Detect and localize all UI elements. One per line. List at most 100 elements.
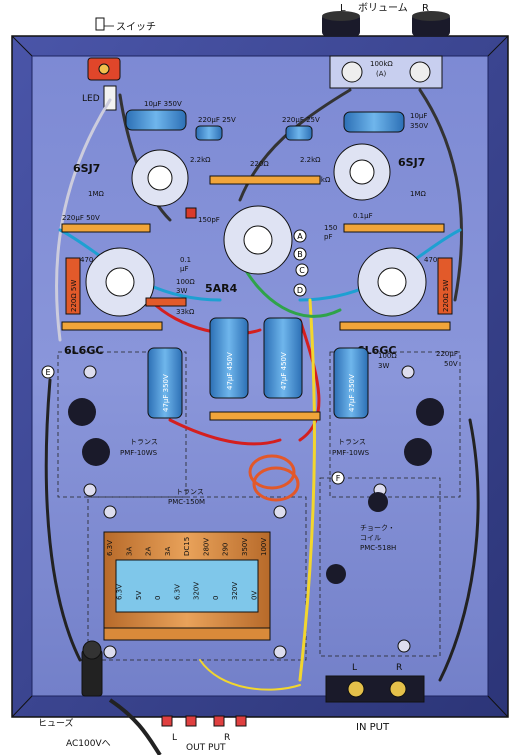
tube-6sj7-right (333, 143, 391, 201)
transformer-tap-label: 0 (212, 596, 220, 600)
tube-5ar4-label: 5AR4 (205, 282, 238, 295)
vol-resistor: 100kΩ (370, 60, 393, 68)
ac-label: AC100Vへ (66, 739, 111, 749)
marker-circle (41, 365, 55, 379)
ecap-47u-450-b (263, 317, 303, 399)
res-220-5w-right-label: 220Ω 5W (442, 280, 450, 312)
ecap-47u-350-right (333, 347, 369, 419)
ecap-47u-450-a (209, 317, 249, 399)
input-jacks[interactable] (325, 675, 425, 703)
res-470-right-label: 470 (424, 256, 437, 264)
marker-circle (293, 247, 307, 261)
res-100-right-label-b: 3W (378, 362, 389, 370)
output-terminals[interactable] (161, 715, 247, 727)
res-33k-label: 33kΩ (312, 176, 331, 184)
power-switch[interactable] (87, 57, 121, 81)
transformer-tap-label: 3A (125, 547, 133, 556)
output-xf-left-b: PMF-10WS (120, 449, 158, 457)
marker-label: E (45, 368, 50, 377)
vol-type: (A) (376, 70, 387, 78)
tube-6l6gc-left-label: 6L6GC (64, 344, 103, 357)
ecap-47u-450-b-label: 47μF 450V (280, 352, 288, 390)
fuse-label: ヒューズ (38, 717, 74, 729)
res-2k2-right-label: 2.2kΩ (300, 156, 321, 164)
transformer-taps: 6.3V6.3V3A5V2A03A6.3VDC15320V280V0290320… (106, 537, 268, 600)
power-xf-b: PMC-150M (168, 498, 205, 506)
cap-10uf-right (343, 111, 405, 133)
cap-01u-left-label-b: μF (180, 265, 188, 273)
transformer-tap-label: DC15 (183, 537, 191, 556)
res-1m-left-label: 1MΩ (88, 190, 104, 198)
cap-220u-25-left-label: 220μF 25V (198, 116, 236, 124)
transformer-tap-label: 5V (135, 591, 143, 600)
tube-6l6gc-right (357, 247, 427, 317)
transformer-tap-label: 6.3V (106, 540, 114, 556)
cap-10u-350-left-label: 10μF 350V (144, 100, 182, 108)
marker-circle (295, 263, 309, 277)
marker-label: B (297, 250, 303, 259)
res-100-left-label-a: 100Ω (176, 278, 195, 286)
res-220-5w-left (65, 257, 81, 315)
cap-150p-right-label-a: 150 (324, 224, 337, 232)
marker-label: D (297, 286, 303, 295)
transformer-tap-label: 6.3V (116, 584, 124, 600)
output-transformer-left (68, 398, 110, 466)
ecap-47u-350-left (147, 347, 183, 419)
volume-knobs[interactable] (322, 11, 450, 36)
marker-label: C (299, 266, 305, 275)
res-470-left-label: 470 (80, 256, 93, 264)
input-right-label: R (396, 663, 402, 673)
choke-coil (326, 492, 388, 584)
choke-b: コイル (360, 534, 381, 542)
output-right-label: R (224, 733, 230, 743)
res-100-right-label-a: 100Ω (378, 352, 397, 360)
output-label: OUT PUT (186, 743, 226, 753)
transformer-tap-label: 350V (241, 538, 249, 556)
cap-01u-left-label-a: 0.1 (180, 256, 191, 264)
cap-10uf-left (125, 109, 187, 131)
cap-150p-right-label-b: pF (324, 233, 332, 241)
input-label: IN PUT (356, 722, 390, 733)
transformer-tap-label: 6.3V (173, 584, 181, 600)
output-transformer-right (404, 398, 444, 466)
ecap-47u-350-left-label: 47μF 350V (162, 374, 170, 412)
dashed-outlines (57, 351, 461, 661)
cap-220u-50-left-label: 220μF 50V (62, 214, 100, 222)
marker-circle (293, 229, 307, 243)
transformer-tap-label: 2A (145, 547, 153, 556)
mounting-screws (83, 365, 415, 659)
power-transformer (103, 531, 271, 641)
cap-220u-50-right-label-a: 220μF (436, 350, 458, 358)
marker-label: F (336, 474, 341, 483)
transformer-tap-label: 0V (250, 591, 258, 600)
transformer-tap-label: 320V (193, 582, 201, 600)
cap-01u-right-label: 0.1μF (353, 212, 373, 220)
choke-c: PMC-518H (360, 544, 396, 552)
output-left-label: L (172, 733, 177, 743)
fuse-holder (81, 640, 103, 697)
marker-circle (293, 283, 307, 297)
res-220-5w-left-label: 220Ω 5W (70, 280, 78, 312)
output-xf-right-a: トランス (338, 438, 366, 446)
volume-label: ボリューム (358, 2, 408, 14)
vol-left-label: L (340, 3, 346, 14)
tube-6sj7-left (131, 149, 189, 207)
cap-150p-left-label: 150pF (198, 216, 220, 224)
transformer-tap-label: 290 (222, 543, 230, 556)
cap-10u-350-right-label-a: 10μF (410, 112, 427, 120)
wire-coil (248, 454, 300, 502)
transformer-tap-label: 280V (202, 538, 210, 556)
terminal-strips (61, 175, 451, 421)
output-xf-left-a: トランス (130, 438, 158, 446)
res-220-label: 220Ω (250, 160, 269, 168)
ecap-47u-450-a-label: 47μF 450V (226, 352, 234, 390)
input-left-label: L (352, 663, 357, 673)
res-1m-right-label: 1MΩ (410, 190, 426, 198)
tube-6l6gc-left (85, 247, 155, 317)
res-2k2-left-label: 2.2kΩ (190, 156, 211, 164)
cap-10u-350-right-label-b: 350V (410, 122, 428, 130)
choke-a: チョーク・ (360, 524, 395, 532)
output-xf-right-b: PMF-10WS (332, 449, 370, 457)
